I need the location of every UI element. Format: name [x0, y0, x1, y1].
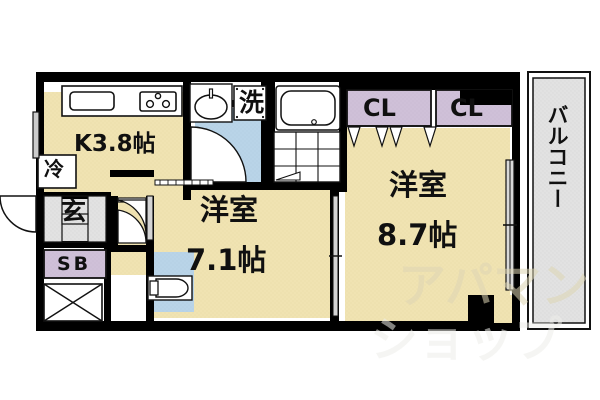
watermark-line-2: ショップ — [370, 312, 562, 368]
toilet-icon — [155, 278, 189, 298]
balcony-floor — [533, 78, 585, 323]
entrance-door-swing — [0, 195, 37, 233]
washroom-fixtures — [189, 83, 341, 183]
room-b-floor — [345, 128, 510, 323]
kitchen-fixtures — [32, 85, 183, 189]
closets — [346, 89, 513, 148]
bathtub-icon — [280, 90, 336, 126]
bath-door-swing — [190, 126, 247, 183]
hall-door-upper-swing — [117, 199, 147, 237]
bath-floor-grid — [273, 131, 341, 183]
refrigerator-slot — [37, 154, 77, 189]
entrance-label: 玄 — [61, 197, 87, 226]
shoe-box-label: SB — [57, 253, 92, 275]
closet-door-marks — [347, 126, 437, 148]
room-b-area-label: 8.7帖 — [377, 218, 458, 252]
room-a-area-label: 7.1帖 — [186, 243, 267, 277]
refrigerator-label: 冷 — [44, 157, 64, 181]
closet-right-label: CL — [450, 94, 483, 122]
balcony-label: バルコニー — [545, 104, 569, 209]
room-b-name-label: 洋室 — [389, 168, 448, 202]
kitchen-sink-icon — [69, 91, 115, 111]
hall-door-lower-swing — [117, 209, 147, 244]
closet-left-box — [346, 89, 432, 127]
watermark: アパマン ショップ — [370, 258, 589, 368]
room-a-name-label: 洋室 — [200, 193, 259, 227]
room-a-window-icon — [146, 195, 154, 241]
entrance-fixtures — [0, 195, 193, 322]
shoe-box-icon — [43, 249, 107, 279]
gas-stove-icon — [139, 91, 177, 112]
watermark-line-1: アパマン — [398, 258, 589, 314]
washer-label: 洗 — [239, 88, 265, 117]
kitchen-window-icon — [32, 111, 40, 159]
washer-slot — [233, 85, 267, 121]
toilet-tank-icon — [149, 280, 159, 296]
faucet-icon — [208, 88, 214, 99]
kitchen-label: K3.8帖 — [74, 131, 156, 157]
windows — [146, 159, 517, 317]
drain-icon — [311, 119, 317, 125]
closet-left-label: CL — [363, 94, 396, 122]
